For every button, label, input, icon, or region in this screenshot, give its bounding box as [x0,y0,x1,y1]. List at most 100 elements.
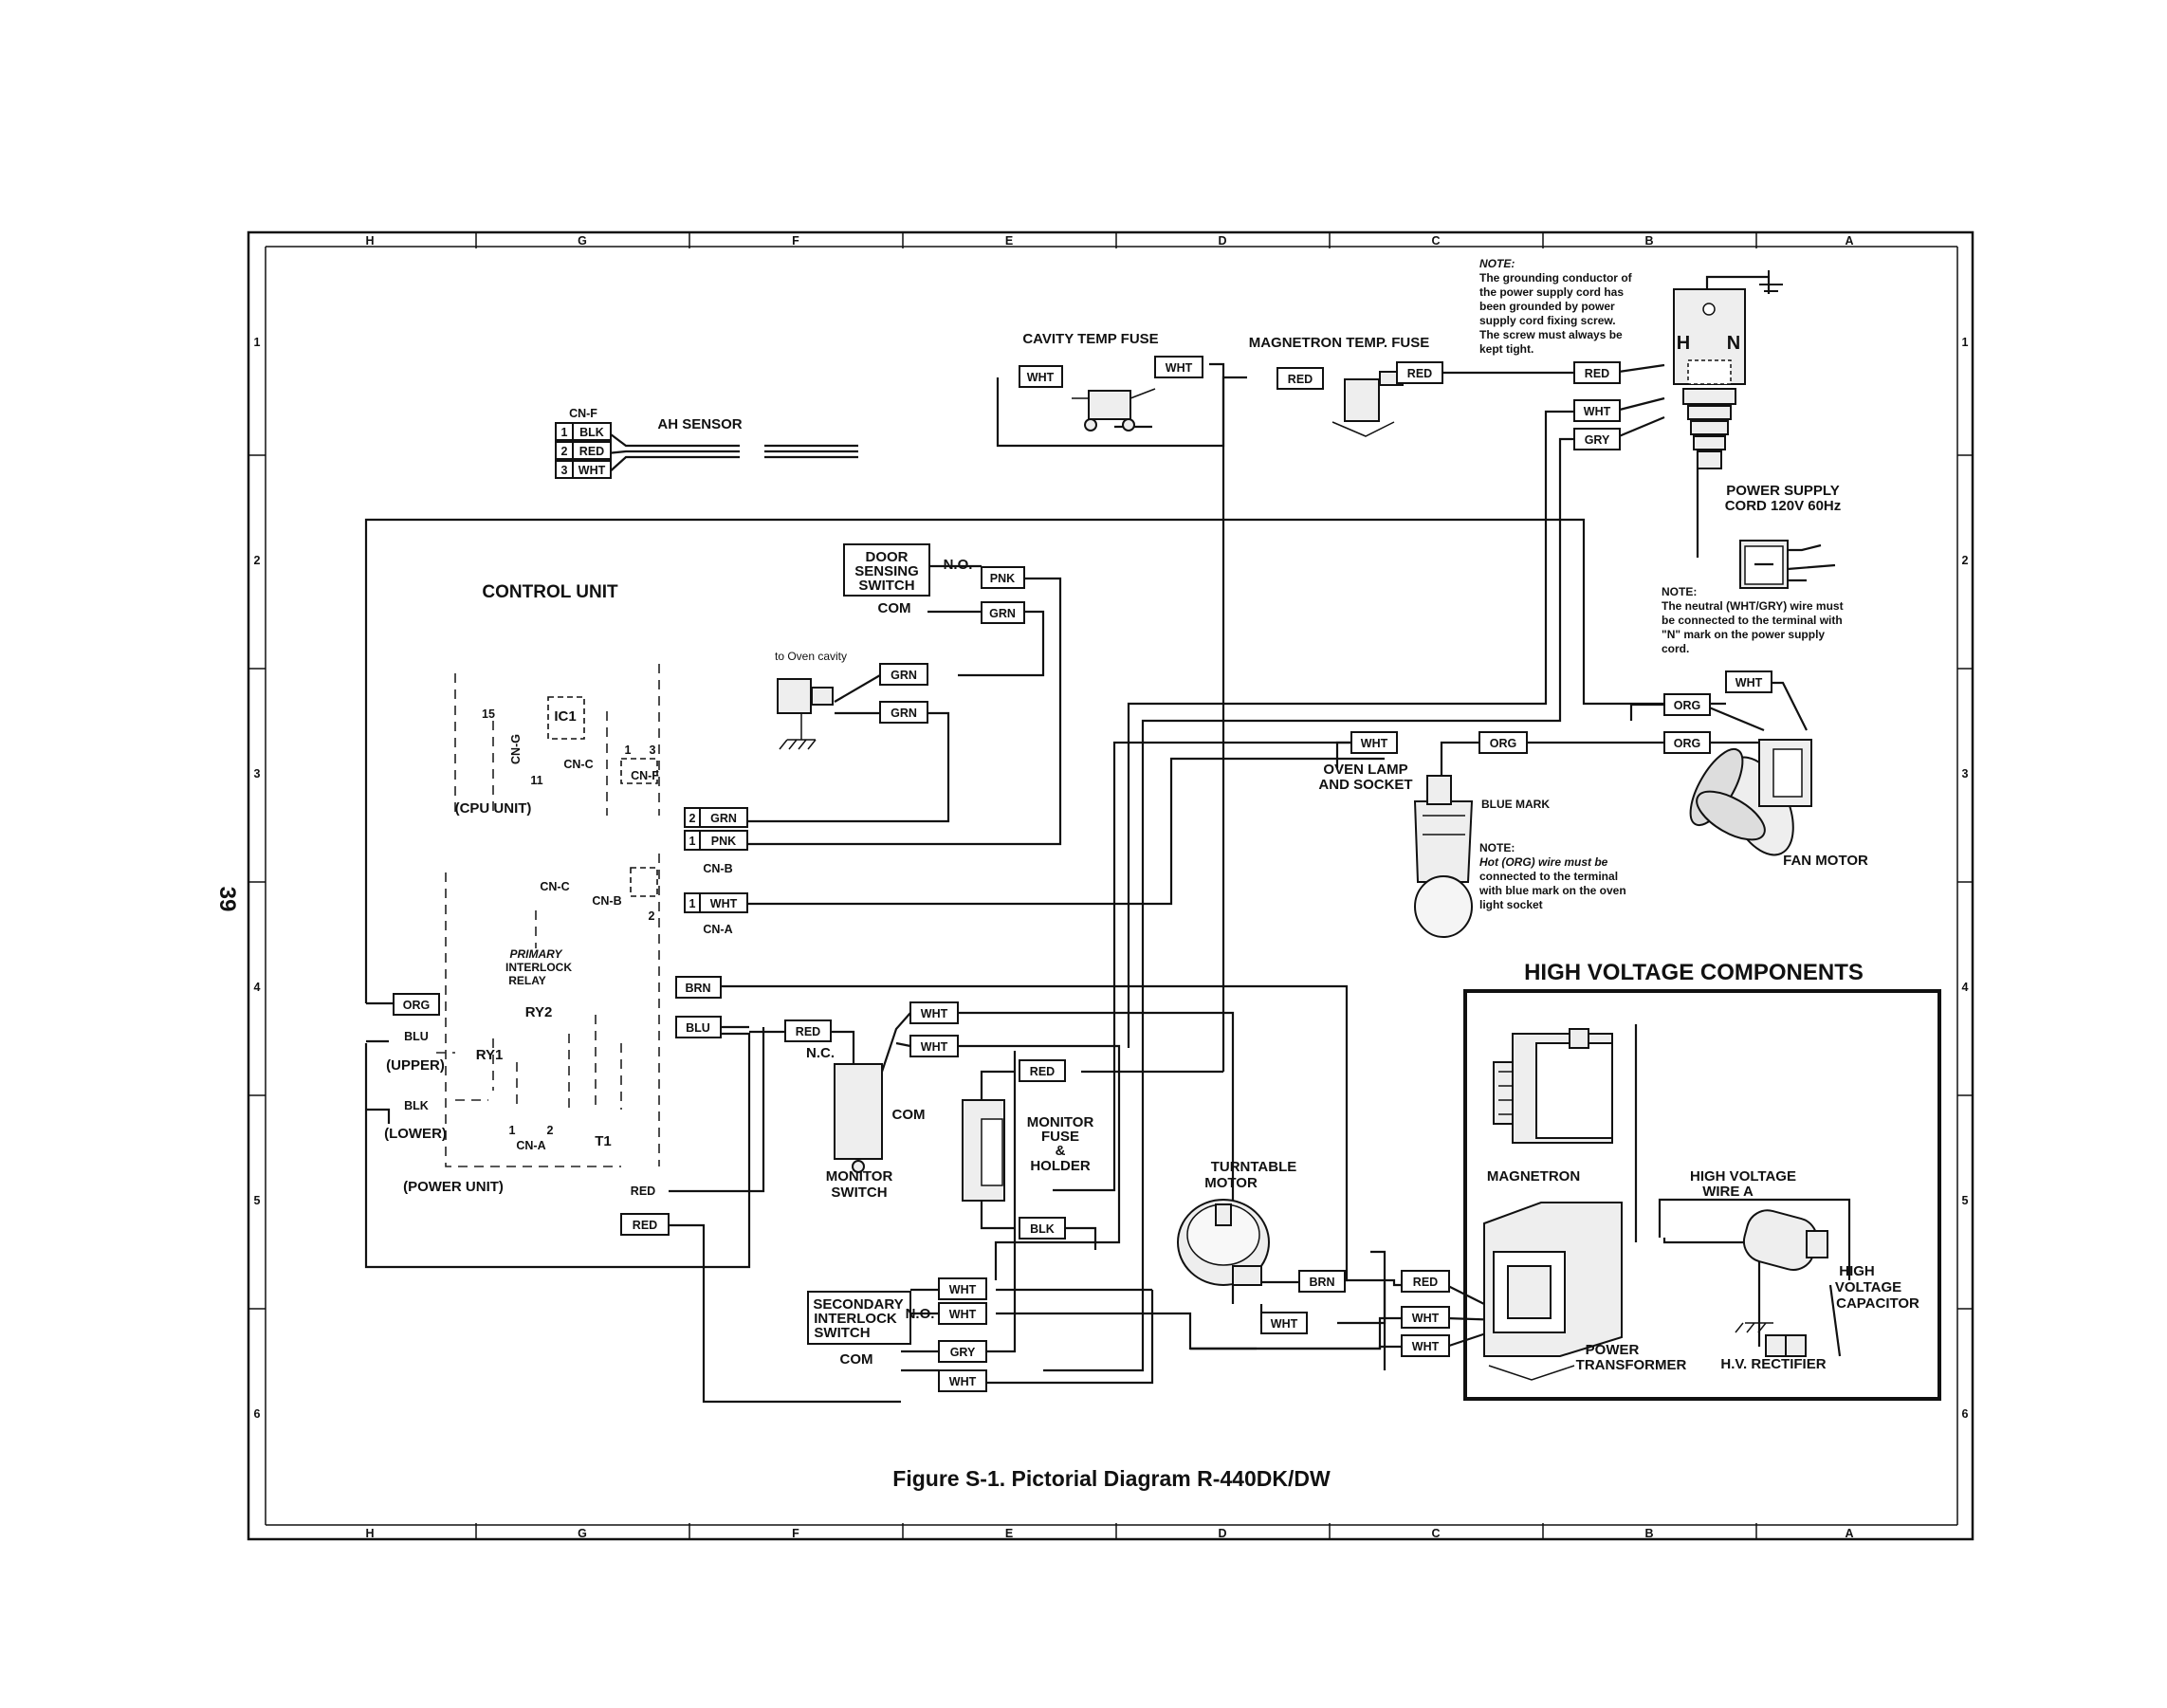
wire-label: WHT [1412,1312,1440,1325]
no-contact-label: N.O. [944,557,973,573]
to-oven-cavity-label: to Oven cavity [775,650,847,663]
wire-label: BLK [404,1099,429,1112]
door-switch-label: SENSING [854,563,919,579]
note-neutral: The neutral (WHT/GRY) wire must [1662,599,1844,613]
hv-capacitor-icon [1742,1209,1828,1271]
monitor-fuse-label: MONITOR [1027,1114,1094,1130]
hv-components-frame [1463,989,1941,1401]
note-ground: The screw must always be [1479,328,1623,341]
nc-contact-label: N.C. [806,1045,835,1061]
wire-label: GRN [891,669,917,682]
note-neutral: "N" mark on the power supply [1662,628,1825,641]
wire-label: WHT [1271,1317,1298,1331]
oven-lamp-icon [1413,775,1474,938]
upper-label: (UPPER) [386,1057,445,1074]
secondary-switch-label: SWITCH [814,1325,870,1341]
power-transformer-icon [1483,1202,1623,1381]
hv-wire-label: WIRE A [1702,1184,1754,1200]
door-sensing-switch-icon [843,543,930,597]
cn-f-cpu-label: CN-F [631,769,659,782]
hv-rectifier-label: H.V. RECTIFIER [1720,1356,1826,1372]
ry2-label: RY2 [525,1004,553,1020]
t1-label: T1 [595,1133,612,1149]
note-hot: light socket [1479,898,1543,911]
relay-label: RELAY [508,974,546,987]
note-neutral: be connected to the terminal with [1662,614,1843,627]
border-number: 1 [1962,336,1969,349]
border-letter: F [792,1527,799,1540]
cn-b-pin: 1 [689,835,696,848]
com-contact-label: COM [878,600,911,616]
border-number: 2 [1962,554,1969,567]
cn-a-pin: 1 [689,897,696,910]
pin-label: 11 [530,774,542,787]
note-neutral: cord. [1662,642,1689,655]
wire-label: RED [796,1025,820,1038]
cn-f-pin: 1 [561,426,568,439]
oven-lamp-label: OVEN LAMP [1323,762,1407,778]
pin-label: 2 [547,1124,554,1137]
note-ground: the power supply cord has [1479,285,1624,299]
power-transformer-label: POWER [1586,1342,1640,1358]
wire-label: RED [1413,1276,1438,1289]
relay-label: INTERLOCK [505,961,572,974]
component-labels: CN-F CN-B CN-A CN-C CN-B CN-A CN-C CN-F … [384,331,1919,1373]
component-shapes [606,270,1941,1401]
monitor-switch-label: SWITCH [831,1185,887,1201]
border-letter: G [578,234,587,248]
control-unit-title: CONTROL UNIT [482,582,618,602]
wire-label: RED [633,1219,657,1232]
note-ground: supply cord fixing screw. [1479,314,1616,327]
wire-label: ORG [1674,699,1700,712]
power-cord-label: POWER SUPPLY [1726,483,1839,499]
hot-terminal-label: H [1677,333,1690,354]
figure-caption: Figure S-1. Pictorial Diagram R-440DK/DW [892,1466,1331,1491]
border-letter: E [1005,234,1013,248]
ah-sensor-icon [606,431,858,475]
border-letter: H [365,1527,374,1540]
cn-f-wire-label: RED [579,445,604,458]
wire-labels: 1 2 3 BLK RED WHT WHT WHT RED RED RED WH… [393,356,1772,1392]
border-number: 5 [254,1194,261,1207]
border-letter: D [1218,1527,1226,1540]
border-letter: A [1845,234,1853,248]
border-number: 3 [1962,767,1969,781]
border-letter: C [1431,234,1440,248]
hv-capacitor-label: VOLTAGE [1835,1279,1901,1295]
wire-label: PNK [711,835,736,848]
hv-capacitor-label: HIGH [1839,1263,1875,1279]
secondary-interlock-switch-icon [807,1291,911,1345]
monitor-fuse-label: HOLDER [1030,1158,1091,1174]
monitor-fuse-icon [962,1099,1005,1202]
page-number: 39 [214,887,240,912]
border-letter: A [1845,1527,1853,1540]
note-ground: The grounding conductor of [1479,271,1633,285]
notes: NOTE: The grounding conductor of the pow… [1478,257,1844,911]
wire-label: WHT [921,1007,948,1020]
blue-mark-label: BLUE MARK [1481,798,1550,811]
drawing-frame: H G F E D C B A H G F E D C B A 1 2 3 4 … [214,230,1974,1541]
wire-label: RED [1585,367,1609,380]
hv-capacitor-label: CAPACITOR [1836,1295,1919,1312]
power-transformer-label: TRANSFORMER [1576,1357,1687,1373]
border-number: 5 [1962,1194,1969,1207]
ic1-label: IC1 [554,708,576,725]
note-hot: Hot (ORG) wire must be [1479,855,1608,869]
note-ground: been grounded by power [1479,300,1615,313]
wire-label: WHT [1735,676,1763,689]
wire-label: WHT [1412,1340,1440,1353]
lower-label: (LOWER) [384,1126,447,1142]
com-contact-label: COM [840,1351,873,1368]
secondary-switch-label: SECONDARY [813,1296,903,1313]
wire-label: BRN [1309,1276,1334,1289]
cn-f-label: CN-F [569,407,597,420]
cpu-unit-label: (CPU UNIT) [455,800,532,817]
wire-label: GRN [891,707,917,720]
note-hot: with blue mark on the oven [1478,884,1626,897]
wire-label: WHT [1027,371,1055,384]
relay-label: PRIMARY [509,947,562,961]
border-number: 6 [1962,1407,1969,1421]
wire-label: GRN [989,607,1016,620]
wire-label: WHT [1166,361,1193,375]
